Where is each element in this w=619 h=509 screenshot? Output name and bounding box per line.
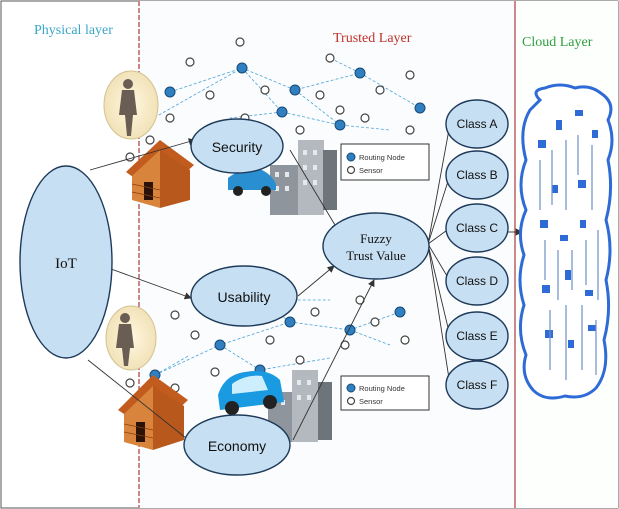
class-label: Class A (457, 117, 498, 131)
legend-sensor: Sensor (359, 397, 383, 406)
person-icon (103, 70, 159, 140)
routing-node-icon (346, 383, 356, 393)
class-node (445, 99, 509, 149)
house-icon (118, 375, 188, 450)
class-list: Class A Class B Class C Class D Class E Class… (445, 99, 509, 410)
security-label: Security (212, 139, 263, 155)
class-label: Class C (456, 221, 498, 235)
usability-node (190, 265, 298, 327)
person-icon (105, 305, 157, 371)
legend-bottom: Routing Node Sensor (340, 375, 430, 411)
house-icon (126, 140, 194, 208)
fuzzy-label-line2: Trust Value (346, 248, 406, 263)
physical-layer-title: Physical layer (34, 23, 113, 38)
cloud-icon (518, 83, 614, 400)
car-icon (228, 169, 276, 196)
fuzzy-trust-node (322, 212, 430, 280)
economy-node (183, 414, 291, 476)
class-label: Class B (456, 168, 497, 182)
iot-node (19, 165, 113, 359)
cloud-layer-title: Cloud Layer (522, 35, 593, 50)
sensor-icon (346, 396, 356, 406)
legend-routing-node: Routing Node (359, 153, 405, 162)
class-label: Class F (457, 378, 498, 392)
car-icon (218, 371, 284, 415)
routing-node-icon (346, 152, 356, 162)
class-node (445, 360, 509, 410)
legend-sensor: Sensor (359, 166, 383, 175)
class-node (445, 150, 509, 200)
building-icon (270, 140, 337, 215)
legend-top: Routing Node Sensor (340, 143, 430, 181)
economy-label: Economy (208, 438, 266, 454)
legend-routing-node: Routing Node (359, 384, 405, 393)
usability-label: Usability (218, 289, 271, 305)
sensor-icon (346, 165, 356, 175)
iot-label: IoT (55, 256, 77, 272)
security-node (190, 118, 284, 174)
class-node (445, 256, 509, 306)
trusted-layer-title: Trusted Layer (333, 31, 412, 46)
class-node (445, 311, 509, 361)
class-node (445, 203, 509, 253)
class-label: Class D (456, 274, 498, 288)
class-label: Class E (456, 329, 497, 343)
fuzzy-label-line1: Fuzzy (360, 231, 392, 246)
